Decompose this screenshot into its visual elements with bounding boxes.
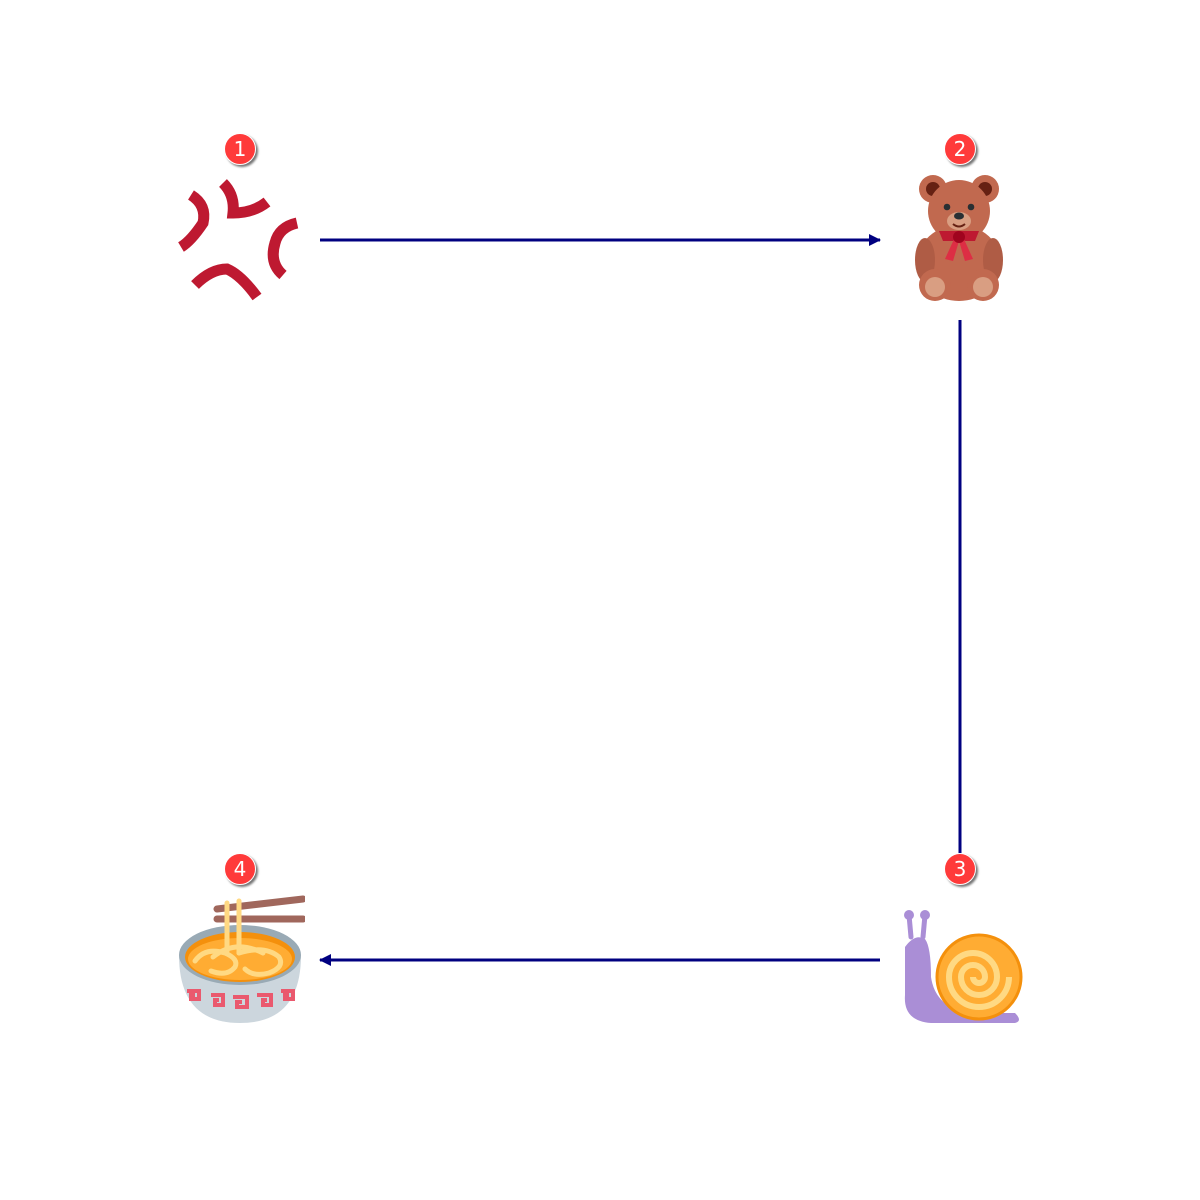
snail-icon — [895, 895, 1025, 1025]
step-badge-3: 3 — [944, 853, 976, 885]
step-badge-2: 2 — [944, 133, 976, 165]
step-badge-1: 1 — [224, 133, 256, 165]
anger-symbol-icon — [175, 175, 305, 305]
steaming-bowl-icon — [175, 895, 305, 1025]
step-badge-4: 4 — [224, 853, 256, 885]
teddy-bear-icon — [895, 175, 1025, 305]
